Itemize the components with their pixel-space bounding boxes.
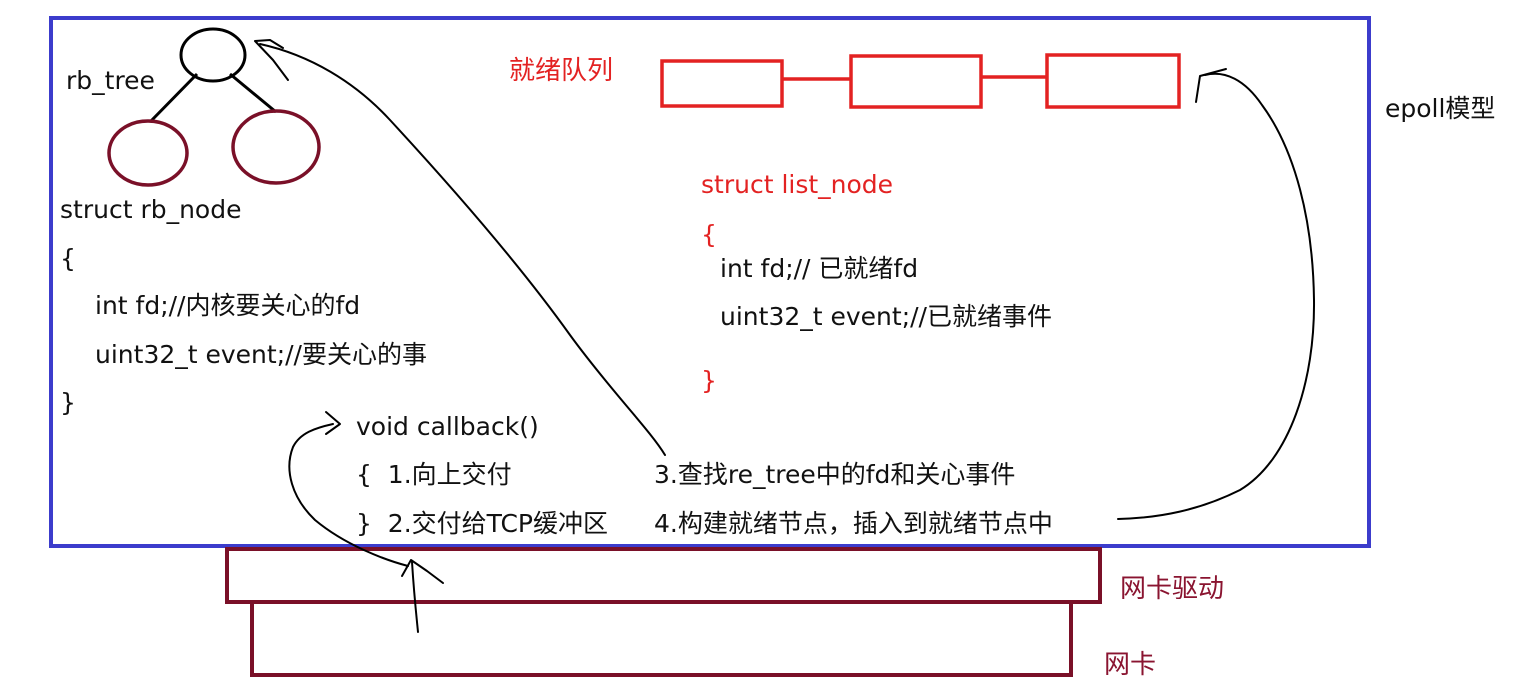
- tree-edge-left: [148, 72, 199, 124]
- ready-node-1: [660, 59, 784, 108]
- ready-queue-drawing: [660, 53, 1181, 109]
- arrow-step3-to-rb-tree: [259, 43, 666, 456]
- arrow-step4-to-ready-queue-head: [1195, 68, 1227, 103]
- callback-line: void callback(): [356, 412, 539, 441]
- tree-root-node: [179, 27, 247, 83]
- ready-queue-label: 就绪队列: [509, 56, 614, 86]
- rb-tree-label: rb_tree: [66, 66, 155, 95]
- tree-edge-right: [229, 72, 277, 114]
- arrow-nic-to-driver-head: [401, 559, 444, 584]
- callback-step: 4.构建就绪节点，插入到就绪节点中: [654, 509, 1053, 538]
- rb-node-struct-line: uint32_t event;//要关心的事: [95, 340, 427, 369]
- ready-node-2: [849, 54, 983, 109]
- list-node-struct-line: uint32_t event;//已就绪事件: [720, 302, 1052, 331]
- list-node-struct-line: int fd;// 已就绪fd: [720, 254, 919, 283]
- arrow-driver-to-callback: [288, 423, 409, 567]
- rb-tree-drawing: [107, 27, 321, 187]
- rb-node-struct-line: struct rb_node: [60, 195, 242, 224]
- callback-line: { 1.向上交付: [356, 460, 512, 489]
- nic-box: [250, 600, 1073, 677]
- nic-driver-box: [225, 547, 1102, 604]
- ready-node-3: [1045, 53, 1181, 109]
- rb-node-struct-line: {: [60, 244, 76, 273]
- arrow-step4-to-ready-queue: [1117, 72, 1316, 520]
- nic-driver-label: 网卡驱动: [1120, 574, 1225, 604]
- epoll-frame: [49, 16, 1371, 548]
- rb-node-struct-line: }: [60, 388, 76, 417]
- tree-child-node-right: [231, 109, 321, 185]
- list-node-struct-line: {: [701, 220, 717, 249]
- callback-line: } 2.交付给TCP缓冲区: [356, 509, 608, 538]
- arrow-step3-to-rb-tree-head: [254, 39, 289, 81]
- arrow-driver-to-callback-head: [325, 411, 341, 435]
- list-node-struct-line: struct list_node: [701, 170, 894, 199]
- list-node-struct-line: }: [701, 366, 717, 395]
- arrow-nic-to-driver: [411, 561, 419, 633]
- tree-child-node-left: [107, 119, 189, 187]
- rb-node-struct-line: int fd;//内核要关心的fd: [95, 291, 361, 320]
- callback-step: 3.查找re_tree中的fd和关心事件: [654, 460, 1016, 489]
- diagram-title: epoll模型: [1385, 94, 1496, 123]
- nic-label: 网卡: [1104, 650, 1157, 680]
